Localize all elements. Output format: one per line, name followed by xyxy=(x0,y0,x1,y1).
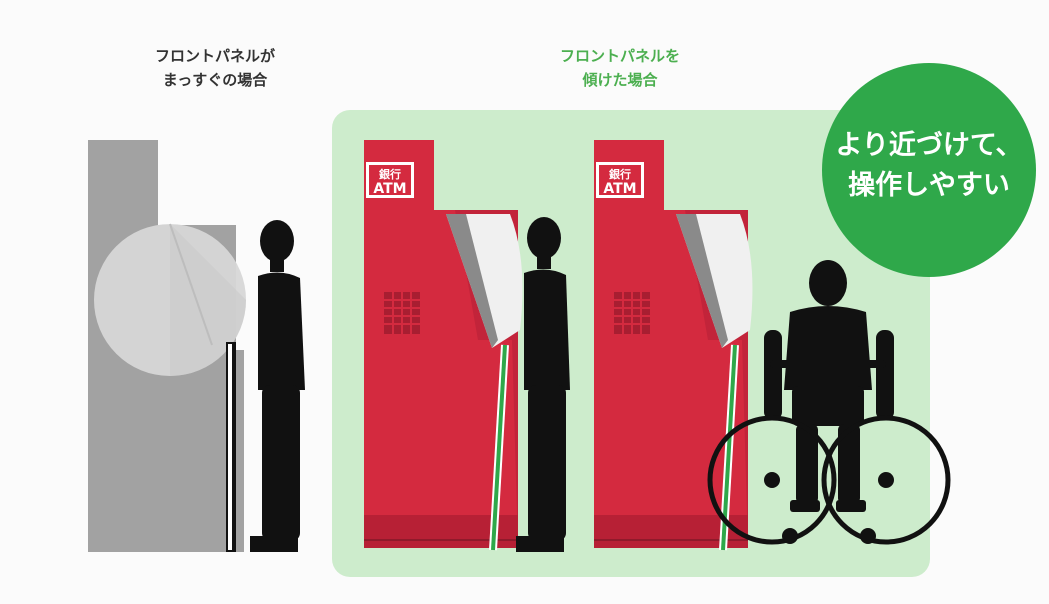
caption-upright-panel: フロントパネルが まっすぐの場合 xyxy=(95,44,335,92)
atm-sign-bank-2: 銀行 xyxy=(609,167,631,181)
tilted-atm-machine-1 xyxy=(364,140,523,551)
wheelchair-user xyxy=(707,260,951,545)
standing-person-middle xyxy=(516,217,570,552)
benefit-badge: より近づけて、 操作しやすい xyxy=(822,63,1036,277)
atm-sign-atm-2: ATM xyxy=(603,181,636,197)
caption-upright-line-1: フロントパネルが xyxy=(154,47,275,65)
badge-line-2: 操作しやすい xyxy=(848,170,1010,201)
upright-atm-machine xyxy=(88,140,246,552)
atm-sign-bank-1: 銀行 xyxy=(379,167,401,181)
atm-sign-atm-1: ATM xyxy=(373,181,406,197)
caption-tilted-line-2: 傾けた場合 xyxy=(582,71,658,89)
caption-upright-line-2: まっすぐの場合 xyxy=(162,71,268,89)
caption-tilted-panel: フロントパネルを 傾けた場合 xyxy=(500,44,740,92)
caption-tilted-line-1: フロントパネルを xyxy=(559,47,680,65)
standing-person-left xyxy=(250,220,305,552)
tilted-atm-machine-2 xyxy=(594,140,753,551)
badge-line-1: より近づけて、 xyxy=(835,130,1023,161)
